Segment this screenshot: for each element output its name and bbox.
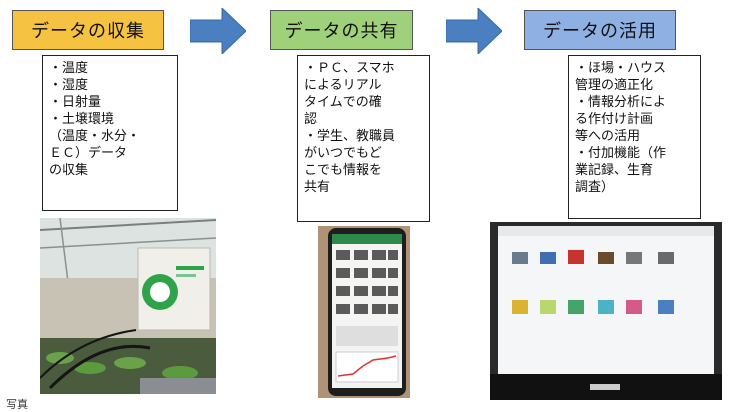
smartphone-app-photo xyxy=(318,226,410,398)
stage-title-share: データの共有 xyxy=(270,10,413,50)
share-description-box: ・ＰＣ、スマホ によるリアル タイムでの確 認 ・学生、教職員 がいつでもど こ… xyxy=(297,55,430,222)
list-item: ・情報分析によ る作付け計画 等への活用 xyxy=(575,95,667,144)
photo-caption: 写真 xyxy=(6,398,28,411)
stage-title-use: データの活用 xyxy=(524,10,676,50)
pc-dashboard-photo xyxy=(490,222,722,400)
right-arrow-icon xyxy=(190,8,246,54)
list-item: ・ＰＣ、スマホ によるリアル タイムでの確 認 xyxy=(304,61,395,127)
right-arrow-icon xyxy=(446,8,502,54)
stage-title-collect: データの収集 xyxy=(12,10,164,50)
list-item: ・日射量 xyxy=(49,95,102,110)
list-item: ・ほ場・ハウス 管理の適正化 xyxy=(575,61,667,93)
collect-description-box: ・温度 ・湿度 ・日射量 ・土壌環境 （温度・水分・ ＥＣ）データ の収集 xyxy=(42,55,178,211)
list-item: ・学生、教職員 がいつでもど こでも情報を 共有 xyxy=(304,129,396,195)
greenhouse-sensor-photo xyxy=(40,218,216,394)
list-item: ・湿度 xyxy=(49,78,89,93)
use-description-box: ・ほ場・ハウス 管理の適正化 ・情報分析によ る作付け計画 等への活用 ・付加機… xyxy=(568,55,701,219)
list-item: ・付加機能（作 業記録、生育 調査） xyxy=(575,146,667,195)
list-item: ・温度 xyxy=(49,61,89,76)
list-item: ・土壌環境 （温度・水分・ ＥＣ）データ の収集 xyxy=(49,112,141,178)
